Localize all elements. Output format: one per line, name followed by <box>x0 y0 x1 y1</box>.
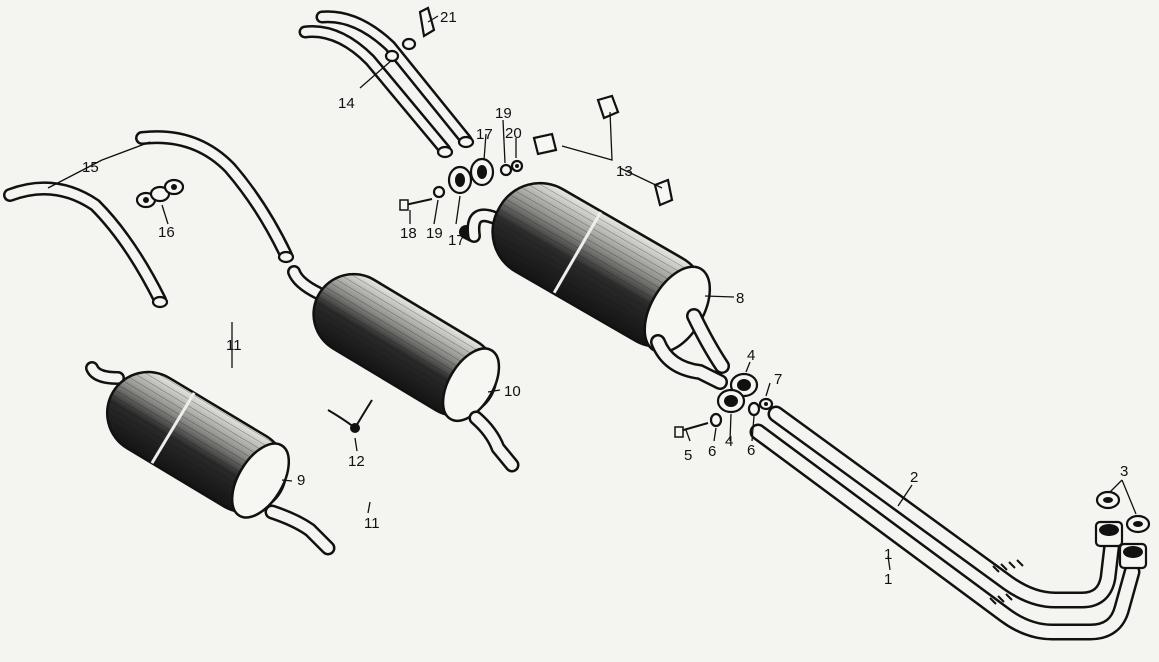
callout-7: 7 <box>774 371 782 388</box>
clamp-16 <box>135 178 185 209</box>
pipe-flange-2 <box>1094 520 1124 548</box>
callout-6-left: 6 <box>708 443 716 460</box>
front-exhaust-pipe-2 <box>767 405 1121 609</box>
callout-14: 14 <box>338 95 355 112</box>
callout-11-top: 11 <box>226 337 242 354</box>
callout-10: 10 <box>504 383 521 400</box>
callout-4-top: 4 <box>747 347 755 364</box>
callout-12: 12 <box>348 453 365 470</box>
callout-4-bottom: 4 <box>725 433 733 450</box>
silencer-10 <box>287 265 520 473</box>
callout-1-lower: 1 <box>884 571 892 588</box>
callout-8: 8 <box>736 290 744 307</box>
callout-11-bottom: 11 <box>364 515 380 532</box>
callout-21: 21 <box>440 9 457 26</box>
callout-19-bottom: 19 <box>426 225 443 242</box>
callout-20: 20 <box>505 125 522 142</box>
callout-18: 18 <box>400 225 417 242</box>
front-exhaust-pipe-1 <box>749 423 1141 641</box>
tail-pipes-15 <box>3 130 295 309</box>
callout-17-top: 17 <box>476 126 493 143</box>
connecting-pipes-14 <box>298 10 475 159</box>
callout-2: 2 <box>910 469 918 486</box>
clamp-bolt-5 <box>674 422 709 438</box>
pipe-flange-1 <box>1118 542 1148 570</box>
callout-1-upper: 1 <box>884 546 892 563</box>
callout-3: 3 <box>1120 463 1128 480</box>
bolt-18 <box>399 198 433 211</box>
callout-17-bottom: 17 <box>448 232 465 249</box>
bracket-21 <box>384 6 436 63</box>
clamp-assembly-4 <box>716 372 759 414</box>
rubber-mounts-11 <box>206 300 388 500</box>
gasket-rings-3 <box>1095 490 1151 534</box>
callout-5: 5 <box>684 447 692 464</box>
strap-bracket-12 <box>327 399 373 433</box>
washers-19 <box>432 163 513 199</box>
silencer-8 <box>459 181 730 390</box>
clamps-17 <box>447 157 495 195</box>
callout-13: 13 <box>616 163 633 180</box>
callout-9: 9 <box>297 472 305 489</box>
callout-6-right: 6 <box>747 442 755 459</box>
nut-7 <box>758 397 774 411</box>
callout-19-top: 19 <box>495 105 512 122</box>
callout-15: 15 <box>82 159 99 176</box>
nut-20 <box>510 159 524 173</box>
leader-lines <box>47 15 1137 571</box>
washers-6 <box>709 401 761 428</box>
callout-labels: 15 16 14 21 19 17 20 13 18 19 17 8 4 7 1… <box>82 9 1128 588</box>
callout-16: 16 <box>158 224 175 241</box>
silencer-9 <box>85 361 336 556</box>
